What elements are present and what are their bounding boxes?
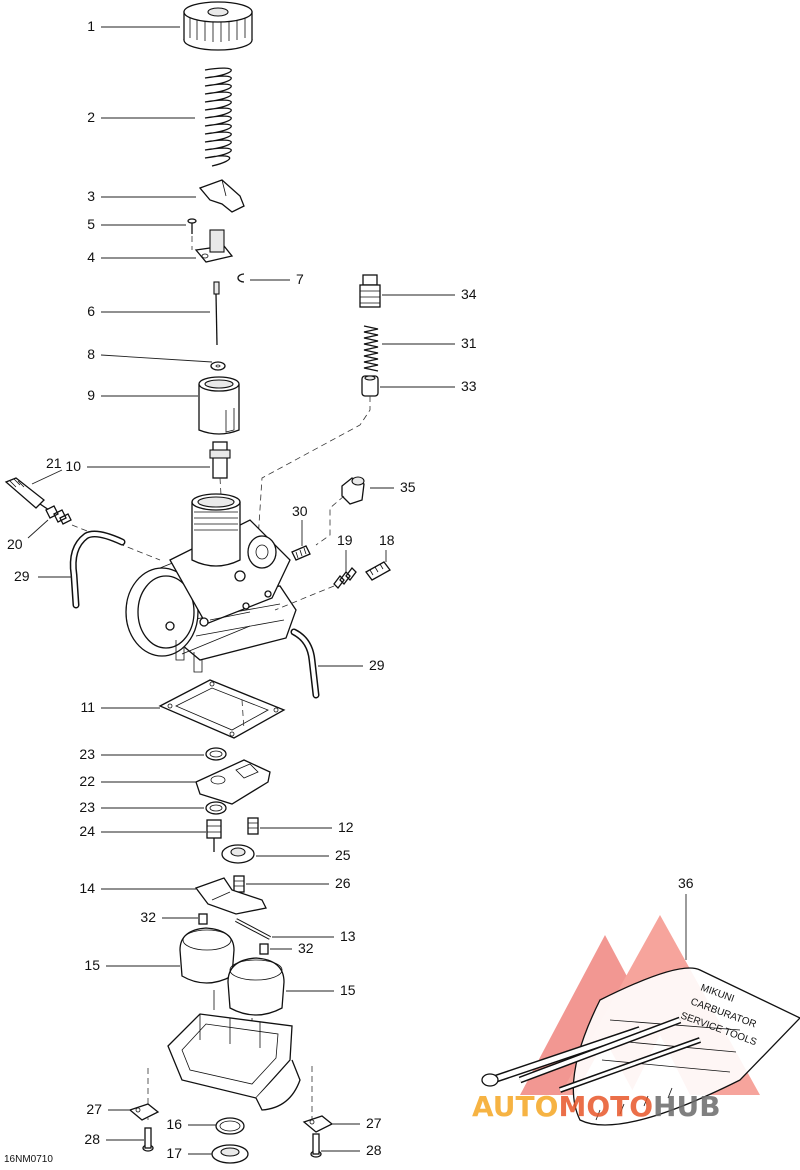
callout-leader [27,519,49,539]
adjust-spring-part [363,325,379,372]
callout-label: 19 [337,532,353,548]
pilot-spring-part [45,505,161,561]
bracket-left-part [128,1103,160,1121]
callout-label: 36 [678,875,694,891]
throttle-valve-part [198,376,240,435]
screw-part [187,218,197,250]
callout-label: 30 [292,503,308,519]
bolt-right-part [310,1133,322,1158]
pilot-jet-part [247,817,259,835]
callout-label: 28 [84,1131,100,1147]
callout-label: 5 [87,216,95,232]
hose-right-part [290,628,320,699]
callout-label: 32 [298,940,314,956]
drain-o-ring-part [215,1117,245,1135]
callout-label: 35 [400,479,416,495]
callout-label: 23 [79,746,95,762]
holder-part [194,229,234,263]
callout-label: 28 [366,1142,382,1158]
adjust-plunger-part [257,375,379,541]
callout-label: 23 [79,799,95,815]
callout-label: 12 [338,819,354,835]
callout-label: 16 [166,1116,182,1132]
callout-leader [31,469,63,485]
carburetor-body-part [125,493,297,673]
callout-label: 18 [379,532,395,548]
callout-label: 4 [87,249,95,265]
callout-label: 20 [7,536,23,552]
callout-label: 8 [87,346,95,362]
callout-label: 31 [461,335,477,351]
adjust-screw-part [359,274,381,308]
baffle-plate-part [195,759,271,805]
callout-label: 34 [461,286,477,302]
spring-part [204,67,232,167]
drain-plug-part [211,1144,249,1164]
main-jet-part [233,875,245,893]
screw-small-left-part [198,913,208,925]
needle-part [213,281,220,346]
callout-label: 32 [140,909,156,925]
hose-left-part [69,530,126,609]
callout-label: 15 [84,957,100,973]
washer-part [210,361,226,371]
callout-leader [100,354,213,363]
watermark-word-moto: MOTO [558,1090,653,1123]
callout-label: 29 [14,568,30,584]
svg-text:AUTOMOTOHUB: AUTOMOTOHUB [472,1090,721,1123]
callout-label: 27 [366,1115,382,1131]
callout-label: 10 [65,458,81,474]
idle-spring-part [333,567,357,589]
gasket-part [158,679,286,739]
pilot-screw-part [4,477,53,513]
reference-code: 16NM0710 [4,1154,53,1165]
callout-label: 9 [87,387,95,403]
callout-label: 11 [80,699,95,715]
callout-label: 3 [87,188,95,204]
screw-small-right-part [259,943,269,955]
float-pin-part [235,918,271,940]
plate-part [198,179,245,213]
float-arm-part [194,877,267,915]
rubber-cap-part [315,476,365,546]
callout-label: 25 [335,847,351,863]
callout-label: 1 [87,18,95,34]
cap-part [183,1,253,51]
o-ring-upper-part [205,747,227,761]
watermark-word-hub: HUB [653,1090,721,1123]
air-screw-part [291,545,311,561]
needle-jet-part [206,819,222,852]
watermark-text: AUTOMOTOHUB [472,1090,721,1123]
callout-label: 15 [340,982,356,998]
bolt-left-part [142,1127,154,1152]
callout-label: 14 [79,880,95,896]
callout-label: 17 [166,1145,182,1161]
clip-part [237,273,245,283]
float-left-part [179,927,235,1010]
callout-label: 26 [335,875,351,891]
float-right-part [227,957,285,1030]
callout-label: 7 [296,271,304,287]
callout-label: 2 [87,109,95,125]
float-bowl-part [147,1013,313,1126]
callout-label: 29 [369,657,385,673]
callout-label: 24 [79,823,95,839]
callout-label: 6 [87,303,95,319]
bracket-right-part [302,1115,334,1133]
callout-label: 21 [46,455,62,471]
float-seat-part [221,844,255,864]
callout-label: 22 [79,773,95,789]
valve-shaft-part [209,441,231,496]
watermark-word-auto: AUTO [472,1090,558,1123]
idle-screw-part [274,561,391,611]
o-ring-lower-part [205,801,227,815]
callout-label: 13 [340,928,356,944]
callout-label: 33 [461,378,477,394]
callout-label: 27 [86,1101,102,1117]
tool-kit-part: MIKUNI CARBURATOR SERVICE TOOLS [481,967,800,1126]
